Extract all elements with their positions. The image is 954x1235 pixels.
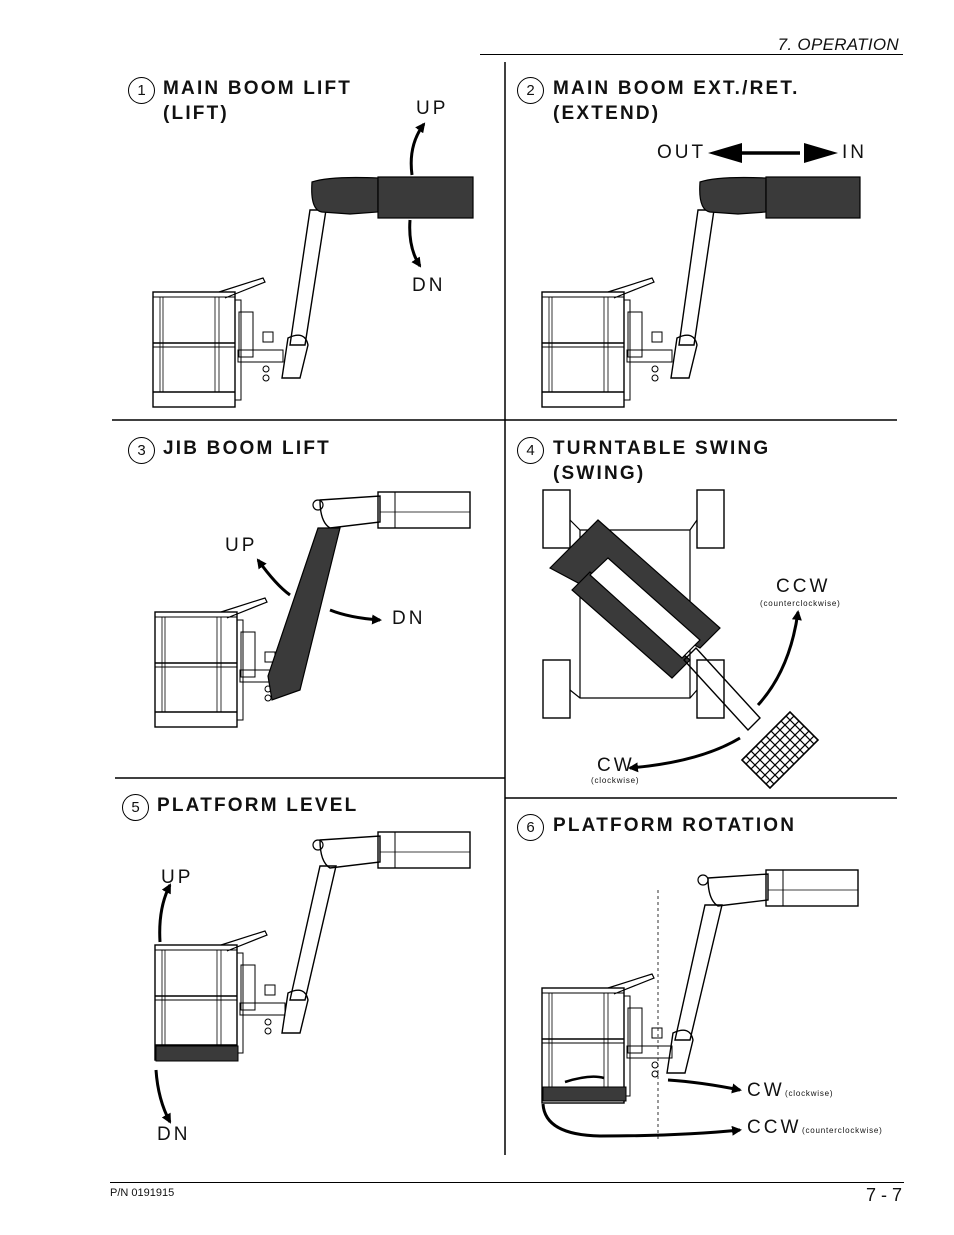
label-down: DN (157, 1124, 191, 1145)
panel-title-platform-level: PLATFORM LEVEL (157, 795, 359, 816)
label-ccw: CCW (776, 576, 831, 597)
label-in: IN (842, 142, 867, 163)
panel-number-4: 4 (517, 437, 544, 464)
label-cw: CW (597, 755, 635, 776)
header-rule (480, 54, 903, 55)
panel-5-diagram (154, 831, 471, 1124)
panel-1-diagram (152, 122, 474, 408)
panel-number-2: 2 (517, 77, 544, 104)
panel-number-1: 1 (128, 77, 155, 104)
label-out: OUT (657, 142, 707, 163)
note-counterclockwise: (counterclockwise) (802, 1126, 883, 1135)
label-up: UP (161, 867, 194, 888)
footer-rule (110, 1182, 904, 1183)
part-number: P/N 0191915 (110, 1187, 175, 1199)
section-title: 7. OPERATION (777, 35, 899, 54)
note-counterclockwise: (counterclockwise) (760, 599, 841, 608)
panel-number-6: 6 (517, 814, 544, 841)
label-up: UP (225, 535, 258, 556)
label-down: DN (412, 275, 446, 296)
panel-title-jib-boom-lift: JIB BOOM LIFT (163, 438, 331, 459)
label-cw: CW (747, 1080, 785, 1101)
label-up: UP (416, 98, 449, 119)
note-clockwise: (clockwise) (785, 1089, 834, 1098)
panel-number-5: 5 (122, 794, 149, 821)
panel-title-main-boom-lift: MAIN BOOM LIFT(LIFT) (163, 78, 353, 124)
note-clockwise: (clockwise) (591, 776, 640, 785)
label-down: DN (392, 608, 426, 629)
label-ccw: CCW (747, 1117, 802, 1138)
panel-6-diagram (541, 869, 859, 1140)
panel-title-platform-rotation: PLATFORM ROTATION (553, 815, 797, 836)
panel-2-diagram (541, 143, 861, 408)
panel-number-3: 3 (128, 437, 155, 464)
panel-4-diagram (542, 489, 820, 790)
page-number: 7 - 7 (865, 1185, 902, 1205)
panel-3-diagram (154, 491, 471, 728)
panel-title-main-boom-ext-ret: MAIN BOOM EXT./RET.(EXTEND) (553, 78, 800, 124)
panel-title-turntable-swing: TURNTABLE SWING(SWING) (553, 438, 771, 484)
